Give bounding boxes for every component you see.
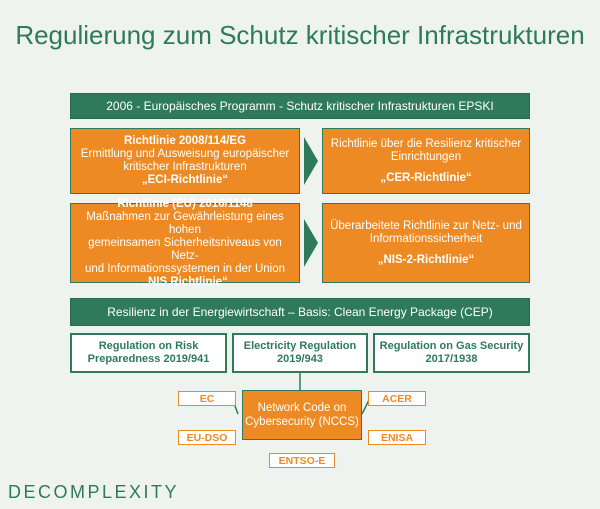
eci-line2: kritischer Infrastrukturen xyxy=(123,161,247,173)
energy-bar-label: Resilienz in der Energiewirtschaft – Bas… xyxy=(107,305,493,319)
nis2-line2: Informationssicherheit xyxy=(369,232,483,245)
regulation-gas-security: Regulation on Gas Security 2017/1938 xyxy=(373,333,530,373)
nccs-box: Network Code on Cybersecurity (NCCS) xyxy=(242,390,362,440)
tag-ec: EC xyxy=(178,391,236,406)
nis-short-name: „NIS Richtlinie“ xyxy=(142,275,228,288)
regulation-line1: Regulation on Gas Security xyxy=(379,340,524,352)
tag-entso-e: ENTSO-E xyxy=(269,453,335,468)
cer-line1: Richtlinie über die Resilienz kritischer xyxy=(330,137,522,150)
tag-ec-label: EC xyxy=(199,392,215,405)
tag-eu-dso: EU-DSO xyxy=(178,430,236,445)
regulation-line2: 2019/943 xyxy=(277,353,323,365)
cer-directive-box: Richtlinie über die Resilienz kritischer… xyxy=(322,128,530,194)
arrow-right-icon xyxy=(304,219,318,267)
tag-enisa-label: ENISA xyxy=(380,431,414,444)
brand-logo-text: DECOMPLEXITY xyxy=(8,482,180,502)
tag-acer: ACER xyxy=(368,391,426,406)
nis-line2: gemeinsamen Sicherheitsniveaus von Netz- xyxy=(88,236,282,262)
nis2-line1: Überarbeitete Richtlinie zur Netz- und xyxy=(330,219,522,232)
regulation-line1: Electricity Regulation xyxy=(243,340,357,352)
programme-bar: 2006 - Europäisches Programm - Schutz kr… xyxy=(70,93,530,119)
nis-line1: Maßnahmen zur Gewährleistung eines hohen xyxy=(86,210,284,236)
arrow-right-icon xyxy=(304,137,318,185)
tag-eu-dso-label: EU-DSO xyxy=(186,431,228,444)
regulation-electricity: Electricity Regulation 2019/943 xyxy=(232,333,368,373)
cer-line2: Einrichtungen xyxy=(390,150,462,163)
tag-acer-label: ACER xyxy=(382,392,412,405)
eci-heading: Richtlinie 2008/114/EG xyxy=(123,135,247,147)
nccs-line2: Cybersecurity (NCCS) xyxy=(245,416,359,428)
nis2-directive-box: Überarbeitete Richtlinie zur Netz- und I… xyxy=(322,203,530,283)
tag-entso-e-label: ENTSO-E xyxy=(278,454,326,467)
eci-directive-box: Richtlinie 2008/114/EG Ermittlung und Au… xyxy=(70,128,300,194)
eci-line1: Ermittlung und Ausweisung europäischer xyxy=(80,148,290,160)
regulation-line1: Regulation on Risk xyxy=(98,340,199,352)
regulation-line2: 2017/1938 xyxy=(425,353,478,365)
nccs-line1: Network Code on xyxy=(257,402,347,414)
nis-heading: Richtlinie (EU) 2016/1148 xyxy=(117,197,253,210)
programme-bar-label: 2006 - Europäisches Programm - Schutz kr… xyxy=(106,99,494,113)
energy-bar: Resilienz in der Energiewirtschaft – Bas… xyxy=(70,298,530,326)
nis-line3: und Informationssystemen in der Union xyxy=(84,262,286,275)
nis-directive-box: Richtlinie (EU) 2016/1148 Maßnahmen zur … xyxy=(70,198,300,288)
regulation-risk-preparedness: Regulation on Risk Preparedness 2019/941 xyxy=(70,333,227,373)
cer-short-name: „CER-Richtlinie“ xyxy=(380,171,472,184)
nis2-short-name: „NIS-2-Richtlinie“ xyxy=(377,253,475,266)
tag-enisa: ENISA xyxy=(368,430,426,445)
page-title: Regulierung zum Schutz kritischer Infras… xyxy=(15,20,585,50)
eci-short-name: „ECI-Richtlinie“ xyxy=(141,174,229,186)
regulation-line2: Preparedness 2019/941 xyxy=(87,353,210,365)
